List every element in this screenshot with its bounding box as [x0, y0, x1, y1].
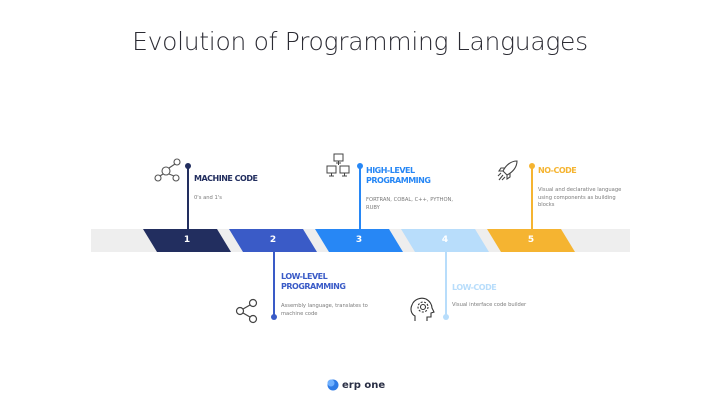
logo-mark-icon [327, 379, 339, 391]
step-2-description: Assembly language, translates to machine… [281, 303, 368, 317]
timeline-step-5: 5 [487, 229, 575, 252]
timeline-step-1: 1 [143, 229, 231, 252]
step-5-label: NO-CODE [538, 166, 577, 176]
head-gear-icon [410, 297, 435, 321]
timeline-step-3: 3 [315, 229, 403, 252]
step-4-connector [445, 252, 447, 317]
step-2-label-line1: LOW-LEVEL [281, 272, 328, 281]
step-1-marker-dot [185, 163, 191, 169]
step-2-connector [273, 252, 275, 317]
timeline-step-2: 2 [229, 229, 317, 252]
step-3-description: FORTRAN, COBAL, C++, PYTHON, RUBY [366, 197, 454, 211]
step-number: 1 [183, 235, 191, 245]
step-5-marker-dot [529, 163, 535, 169]
step-number: 2 [269, 235, 277, 245]
step-2-marker-dot [271, 314, 277, 320]
step-1-connector [187, 166, 189, 229]
step-5-label-line1: NO-CODE [538, 166, 577, 175]
step-3-marker-dot [357, 163, 363, 169]
step-3-connector [359, 166, 361, 229]
step-4-label: LOW-CODE [452, 283, 497, 293]
share-icon [235, 298, 258, 324]
step-number: 5 [527, 235, 535, 245]
step-3-label-line2: PROGRAMMING [366, 176, 431, 185]
step-number: 3 [355, 235, 363, 245]
erp-one-logo: erp one [327, 378, 385, 392]
step-4-description: Visual interface code builder [452, 302, 527, 308]
network-computers-icon [326, 153, 350, 177]
step-5-description: Visual and declarative language using co… [538, 187, 622, 208]
step-number: 4 [441, 235, 449, 245]
rocket-icon [497, 160, 518, 181]
step-5-connector [531, 166, 533, 229]
molecule-icon [154, 158, 181, 182]
step-1-label: MACHINE CODE [194, 174, 258, 184]
step-3-label-line1: HIGH-LEVEL [366, 166, 415, 175]
logo-text: erp one [342, 379, 386, 391]
step-1-description: 0's and 1's [194, 195, 222, 201]
step-3-label: HIGH-LEVEL PROGRAMMING [366, 166, 431, 186]
step-4-marker-dot [443, 314, 449, 320]
step-2-label-line2: PROGRAMMING [281, 282, 346, 291]
step-1-label-line1: MACHINE CODE [194, 174, 258, 183]
step-4-label-line1: LOW-CODE [452, 283, 497, 292]
timeline-step-4: 4 [401, 229, 489, 252]
step-2-label: LOW-LEVEL PROGRAMMING [281, 272, 346, 292]
slide-title: Evolution of Programming Languages [132, 27, 588, 56]
